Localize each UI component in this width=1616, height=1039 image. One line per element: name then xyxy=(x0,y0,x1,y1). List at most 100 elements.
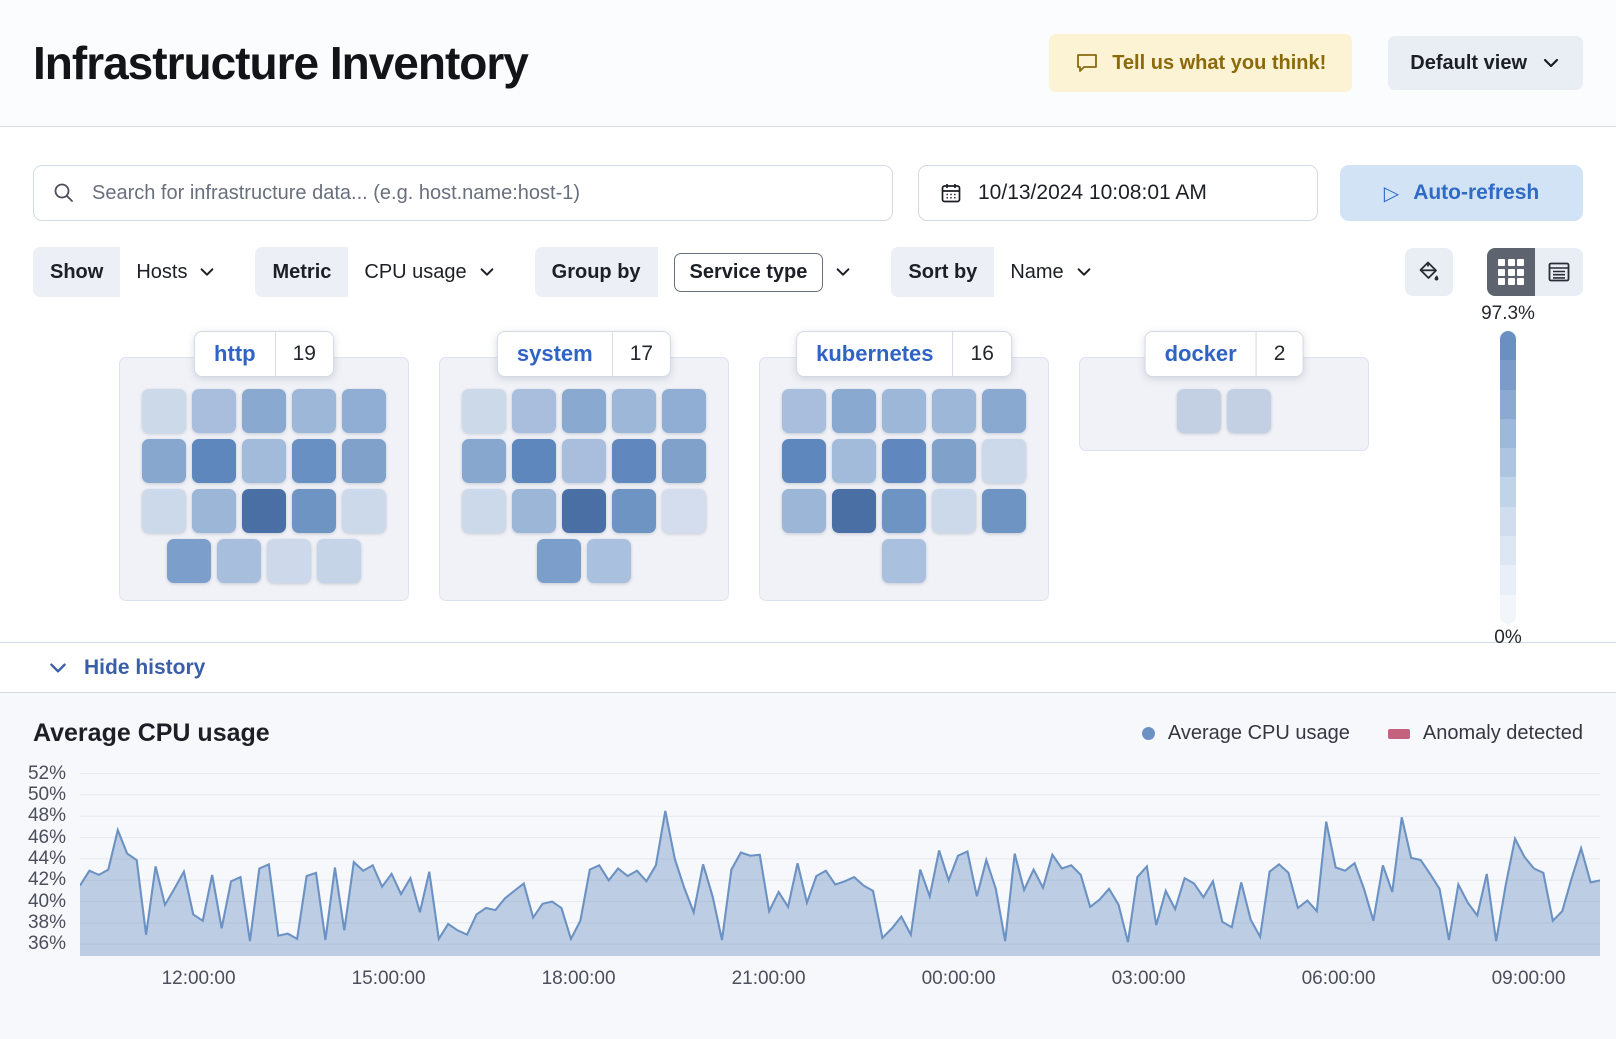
chart-plot-area[interactable] xyxy=(80,764,1600,956)
group-count-label: 2 xyxy=(1255,332,1303,376)
host-tile[interactable] xyxy=(512,439,556,483)
search-box[interactable] xyxy=(33,165,893,221)
host-tile[interactable] xyxy=(142,439,186,483)
host-tile[interactable] xyxy=(562,439,606,483)
host-tile[interactable] xyxy=(342,389,386,433)
host-tile[interactable] xyxy=(512,489,556,533)
search-input[interactable] xyxy=(90,180,874,206)
waffle-group-kubernetes: kubernetes 16 xyxy=(759,331,1049,601)
host-tile[interactable] xyxy=(192,489,236,533)
table-view-button[interactable] xyxy=(1535,248,1583,296)
host-tile[interactable] xyxy=(317,539,361,583)
host-tile[interactable] xyxy=(662,389,706,433)
show-dropdown-value: Hosts xyxy=(136,260,188,283)
host-tile[interactable] xyxy=(142,389,186,433)
host-tile[interactable] xyxy=(662,439,706,483)
host-tile[interactable] xyxy=(537,539,581,583)
host-tile[interactable] xyxy=(242,439,286,483)
host-tile[interactable] xyxy=(982,439,1026,483)
auto-refresh-button[interactable]: ▷ Auto-refresh xyxy=(1340,165,1583,221)
host-tile[interactable] xyxy=(932,489,976,533)
page-title: Infrastructure Inventory xyxy=(33,37,529,89)
legend-item-anomaly[interactable]: Anomaly detected xyxy=(1387,722,1583,745)
host-tile[interactable] xyxy=(612,439,656,483)
x-tick-label: 06:00:00 xyxy=(1301,968,1376,989)
groupby-dropdown[interactable]: Service type xyxy=(658,247,869,297)
host-tile[interactable] xyxy=(242,389,286,433)
x-tick-label: 00:00:00 xyxy=(921,968,996,989)
host-tile[interactable] xyxy=(832,389,876,433)
host-tile[interactable] xyxy=(562,389,606,433)
host-tile[interactable] xyxy=(292,439,336,483)
host-tile[interactable] xyxy=(292,389,336,433)
host-tile[interactable] xyxy=(932,389,976,433)
host-tile[interactable] xyxy=(342,489,386,533)
host-tile[interactable] xyxy=(217,539,261,583)
host-tile[interactable] xyxy=(587,539,631,583)
host-tile[interactable] xyxy=(562,489,606,533)
search-icon xyxy=(52,181,76,205)
host-tile[interactable] xyxy=(832,439,876,483)
calendar-icon xyxy=(939,181,963,205)
host-tile[interactable] xyxy=(882,489,926,533)
host-tile[interactable] xyxy=(292,489,336,533)
speech-bubble-icon xyxy=(1075,51,1099,75)
host-tile[interactable] xyxy=(167,539,211,583)
host-tile[interactable] xyxy=(782,489,826,533)
host-tile[interactable] xyxy=(882,439,926,483)
hide-history-toggle[interactable]: Hide history xyxy=(0,642,1616,692)
feedback-button[interactable]: Tell us what you think! xyxy=(1049,34,1353,92)
filter-label-sortby: Sort by xyxy=(891,247,995,297)
host-tile[interactable] xyxy=(982,389,1026,433)
host-tile[interactable] xyxy=(242,489,286,533)
search-toolbar: 10/13/2024 10:08:01 AM ▷ Auto-refresh xyxy=(0,127,1616,221)
host-tile[interactable] xyxy=(932,439,976,483)
chevron-down-icon xyxy=(480,268,494,276)
host-tile[interactable] xyxy=(1177,389,1221,433)
x-tick-label: 03:00:00 xyxy=(1111,968,1186,989)
view-selector-button[interactable]: Default view xyxy=(1388,36,1583,90)
y-tick-label: 44% xyxy=(27,847,66,869)
host-tile[interactable] xyxy=(342,439,386,483)
host-tile[interactable] xyxy=(782,439,826,483)
chevron-down-icon xyxy=(1077,268,1091,276)
grid-view-button[interactable] xyxy=(1487,248,1535,296)
groupby-dropdown-value: Service type xyxy=(673,252,824,292)
color-palette-button[interactable] xyxy=(1405,248,1453,296)
group-badge-kubernetes[interactable]: kubernetes 16 xyxy=(796,331,1012,377)
host-tile[interactable] xyxy=(192,439,236,483)
host-tile[interactable] xyxy=(882,389,926,433)
host-tile[interactable] xyxy=(462,389,506,433)
host-tile[interactable] xyxy=(267,539,311,583)
host-tile[interactable] xyxy=(142,489,186,533)
history-section: Average CPU usage Average CPU usage Anom… xyxy=(0,692,1616,1039)
host-tile[interactable] xyxy=(662,489,706,533)
host-tile[interactable] xyxy=(462,439,506,483)
group-name-label: kubernetes xyxy=(816,341,934,366)
legend-item-avg-cpu[interactable]: Average CPU usage xyxy=(1141,722,1350,745)
group-count-label: 16 xyxy=(952,332,1011,376)
metric-dropdown[interactable]: CPU usage xyxy=(348,247,511,297)
host-tile[interactable] xyxy=(192,389,236,433)
host-tile[interactable] xyxy=(882,539,926,583)
host-tile[interactable] xyxy=(832,489,876,533)
host-tile[interactable] xyxy=(612,489,656,533)
host-tile[interactable] xyxy=(512,389,556,433)
host-tile[interactable] xyxy=(1227,389,1271,433)
chart-title: Average CPU usage xyxy=(33,719,270,747)
host-tile[interactable] xyxy=(782,389,826,433)
date-picker[interactable]: 10/13/2024 10:08:01 AM xyxy=(918,165,1318,221)
date-value: 10/13/2024 10:08:01 AM xyxy=(978,181,1207,204)
show-dropdown[interactable]: Hosts xyxy=(120,247,232,297)
host-tile[interactable] xyxy=(462,489,506,533)
host-tile[interactable] xyxy=(612,389,656,433)
sortby-dropdown[interactable]: Name xyxy=(994,247,1108,297)
display-controls xyxy=(1405,248,1583,296)
host-tile[interactable] xyxy=(982,489,1026,533)
play-icon: ▷ xyxy=(1383,182,1400,205)
y-tick-label: 50% xyxy=(27,783,66,805)
